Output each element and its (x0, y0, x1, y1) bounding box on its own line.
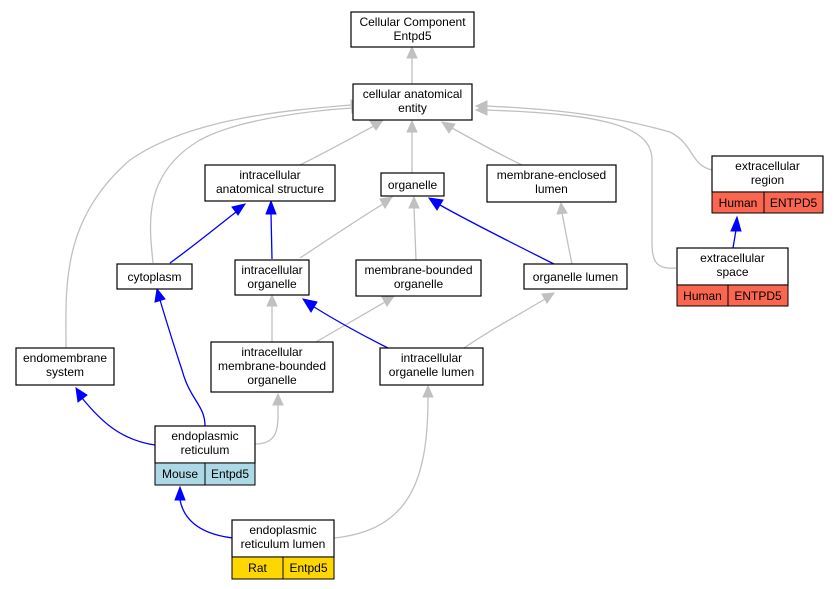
edge-er-to-ems (75, 386, 156, 446)
node-label-line: membrane-bounded (218, 359, 326, 373)
node-label-line: organelle (388, 178, 438, 192)
node-label-line: organelle (247, 277, 297, 291)
node-label-line: organelle lumen (533, 270, 618, 284)
gene-label: Entpd5 (211, 467, 249, 481)
node-label-line: Cellular Component (359, 15, 466, 29)
gene-label: Entpd5 (289, 561, 327, 575)
edge-imbo-to-mbo (315, 295, 396, 343)
edge-mel-to-cae (440, 121, 523, 166)
edge-iol-to-ol (463, 292, 556, 349)
node-label-line: cytoplasm (127, 270, 181, 284)
node-cellular-component[interactable]: Cellular Component Entpd5 (350, 11, 475, 48)
edge-group-is-a (65, 45, 713, 539)
node-cytoplasm[interactable]: cytoplasm (116, 263, 193, 290)
annotation-endoplasmic-reticulum-lumen: Rat Entpd5 (231, 556, 335, 580)
node-label-line: organelle lumen (389, 365, 474, 379)
node-cellular-anatomical-entity[interactable]: cellular anatomical entity (352, 83, 473, 121)
edge-cytoplasm-to-ias (169, 203, 247, 264)
species-label: Mouse (162, 467, 198, 481)
edge-erl-to-iol (333, 384, 434, 539)
edge-ol-to-organelle (427, 197, 555, 265)
edge-erl-to-er (174, 485, 234, 539)
node-label-line: endomembrane (23, 351, 107, 365)
annotation-extracellular-region: Human ENTPD5 (711, 191, 824, 214)
node-organelle-lumen[interactable]: organelle lumen (523, 263, 628, 290)
edge-er-to-cytoplasm (154, 287, 206, 427)
node-label-line: anatomical structure (216, 182, 324, 196)
node-label-line: endoplasmic (171, 429, 238, 443)
gene-label: ENTPD5 (770, 196, 818, 210)
edge-er-to-imbo (254, 392, 284, 445)
node-label-line: lumen (535, 182, 568, 196)
node-label-line: Entpd5 (393, 29, 431, 43)
edge-imbo-to-io (266, 293, 278, 342)
node-label-line: intracellular (241, 263, 302, 277)
node-endoplasmic-reticulum-lumen[interactable]: endoplasmic reticulum lumen (231, 519, 335, 558)
node-organelle[interactable]: organelle (380, 172, 445, 197)
edge-group-part-of (75, 197, 742, 539)
node-label-line: extracellular (700, 251, 765, 265)
node-label-line: membrane-enclosed (497, 168, 606, 182)
node-intracellular-organelle-lumen[interactable]: intracellular organelle lumen (379, 347, 484, 386)
node-label-line: organelle (247, 373, 297, 387)
edge-organelle-to-cae (406, 119, 418, 173)
node-intracellular-membrane-bounded-organelle[interactable]: intracellular membrane-bounded organelle (210, 341, 334, 393)
node-label-line: membrane-bounded (364, 263, 472, 277)
gene-label: ENTPD5 (734, 289, 782, 303)
node-label-line: extracellular (735, 159, 800, 173)
node-label-line: intracellular (241, 345, 302, 359)
node-endoplasmic-reticulum[interactable]: endoplasmic reticulum (154, 425, 256, 464)
edge-ems-to-cae (65, 99, 364, 349)
node-label-line: intracellular (401, 351, 462, 365)
node-label-line: entity (398, 101, 427, 115)
node-label-line: cellular anatomical (363, 87, 462, 101)
species-label: Human (719, 196, 758, 210)
node-intracellular-anatomical-structure[interactable]: intracellular anatomical structure (204, 164, 336, 202)
node-label-line: endoplasmic (249, 523, 316, 537)
node-membrane-enclosed-lumen[interactable]: membrane-enclosed lumen (486, 164, 617, 203)
node-label-line: reticulum (181, 443, 230, 457)
edge-cae-to-cc (406, 45, 418, 84)
edge-io-to-organelle (299, 196, 394, 259)
node-label-line: organelle (394, 277, 444, 291)
annotation-endoplasmic-reticulum: Mouse Entpd5 (154, 462, 256, 486)
edge-ecs-to-ecr (730, 215, 742, 249)
edge-mbo-to-organelle (408, 195, 420, 261)
node-extracellular-space[interactable]: extracellular space (676, 247, 789, 286)
node-intracellular-organelle[interactable]: intracellular organelle (234, 259, 310, 296)
node-label-line: system (46, 365, 84, 379)
edge-ecs-to-cae (474, 104, 677, 269)
edge-ol-to-mel (556, 201, 573, 265)
node-label-line: reticulum lumen (241, 537, 326, 551)
species-label: Human (683, 289, 722, 303)
annotation-extracellular-space: Human ENTPD5 (676, 284, 789, 307)
node-label-line: intracellular (239, 168, 300, 182)
edge-iol-to-io (301, 298, 389, 349)
node-label-line: space (716, 265, 748, 279)
node-extracellular-region[interactable]: extracellular region (711, 155, 824, 193)
node-membrane-bounded-organelle[interactable]: membrane-bounded organelle (355, 259, 482, 297)
edge-io-to-ias (265, 199, 277, 260)
node-endomembrane-system[interactable]: endomembrane system (15, 347, 115, 386)
edge-ias-to-cae (299, 119, 385, 166)
node-label-line: region (751, 173, 784, 187)
species-label: Rat (248, 561, 267, 575)
